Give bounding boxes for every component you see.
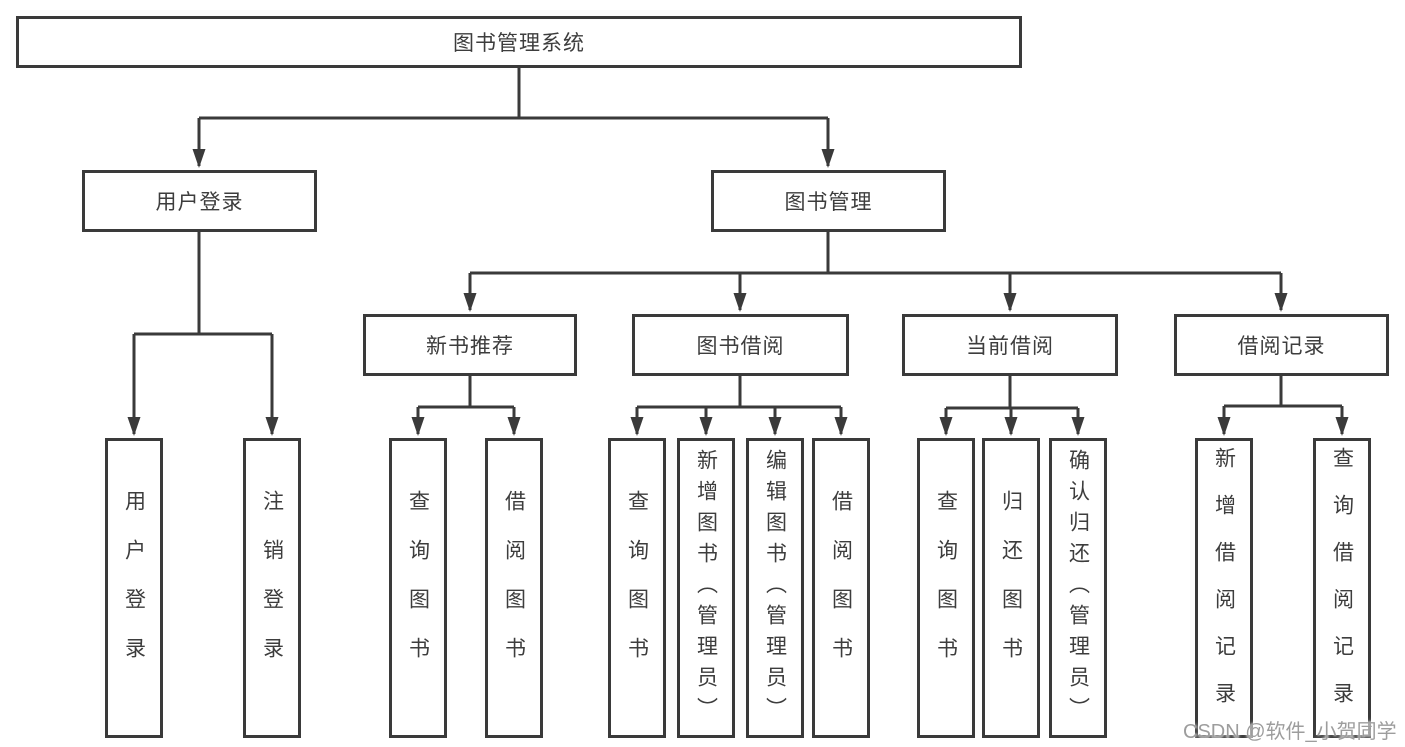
leaf-borrow-books-2: 借阅图书	[812, 438, 870, 738]
node-root: 图书管理系统	[16, 16, 1022, 68]
node-book-borrow-label: 图书借阅	[696, 335, 785, 358]
node-current-borrow: 当前借阅	[902, 314, 1118, 376]
leaf-return-book-label: 归还图书	[999, 490, 1023, 686]
leaf-confirm-return-admin: 确认归还（管理员）	[1049, 438, 1107, 738]
leaf-add-book-admin: 新增图书（管理员）	[677, 438, 735, 738]
node-root-label: 图书管理系统	[453, 32, 585, 55]
connector-root-split	[199, 68, 828, 120]
node-borrow-records-label: 借阅记录	[1237, 335, 1326, 358]
connector-current-borrow-split	[946, 376, 1078, 410]
leaf-borrow-books-2-label: 借阅图书	[829, 490, 853, 686]
leaf-logout-login: 注销登录	[243, 438, 301, 738]
node-new-book-recommend: 新书推荐	[363, 314, 577, 376]
leaf-user-login-label: 用户登录	[122, 490, 146, 686]
leaf-add-book-admin-label: 新增图书（管理员）	[694, 448, 718, 728]
node-book-management-label: 图书管理	[784, 191, 873, 214]
leaf-query-books-3-label: 查询图书	[934, 490, 958, 686]
leaf-query-borrow-record: 查询借阅记录	[1313, 438, 1371, 738]
connector-book-management-split	[470, 232, 1281, 275]
node-book-borrow: 图书借阅	[632, 314, 849, 376]
node-user-login: 用户登录	[82, 170, 317, 232]
leaf-query-books-1: 查询图书	[389, 438, 447, 738]
leaf-add-borrow-record-label: 新增借阅记录	[1212, 447, 1236, 729]
leaf-edit-book-admin: 编辑图书（管理员）	[746, 438, 804, 738]
node-borrow-records: 借阅记录	[1174, 314, 1389, 376]
leaf-query-borrow-record-label: 查询借阅记录	[1330, 447, 1354, 729]
leaf-edit-book-admin-label: 编辑图书（管理员）	[763, 448, 787, 728]
leaf-query-books-3: 查询图书	[917, 438, 975, 738]
leaf-add-borrow-record: 新增借阅记录	[1195, 438, 1253, 738]
leaf-confirm-return-admin-label: 确认归还（管理员）	[1066, 448, 1090, 728]
leaf-return-book: 归还图书	[982, 438, 1040, 738]
leaf-user-login: 用户登录	[105, 438, 163, 738]
connector-user-login-split	[134, 232, 272, 336]
node-user-login-label: 用户登录	[155, 191, 244, 214]
connector-borrow-records-split	[1224, 376, 1342, 408]
node-book-management: 图书管理	[711, 170, 946, 232]
connector-new-book-recommend-split	[418, 376, 514, 409]
leaf-query-books-1-label: 查询图书	[406, 490, 430, 686]
leaf-query-books-2: 查询图书	[608, 438, 666, 738]
watermark: CSDN @软件_小贺同学	[1183, 721, 1397, 743]
node-current-borrow-label: 当前借阅	[966, 335, 1054, 358]
connector-book-borrow-split	[637, 376, 841, 409]
leaf-logout-login-label: 注销登录	[260, 490, 284, 686]
leaf-borrow-books-1-label: 借阅图书	[502, 490, 526, 686]
leaf-borrow-books-1: 借阅图书	[485, 438, 543, 738]
leaf-query-books-2-label: 查询图书	[625, 490, 649, 686]
node-new-book-recommend-label: 新书推荐	[426, 335, 514, 358]
